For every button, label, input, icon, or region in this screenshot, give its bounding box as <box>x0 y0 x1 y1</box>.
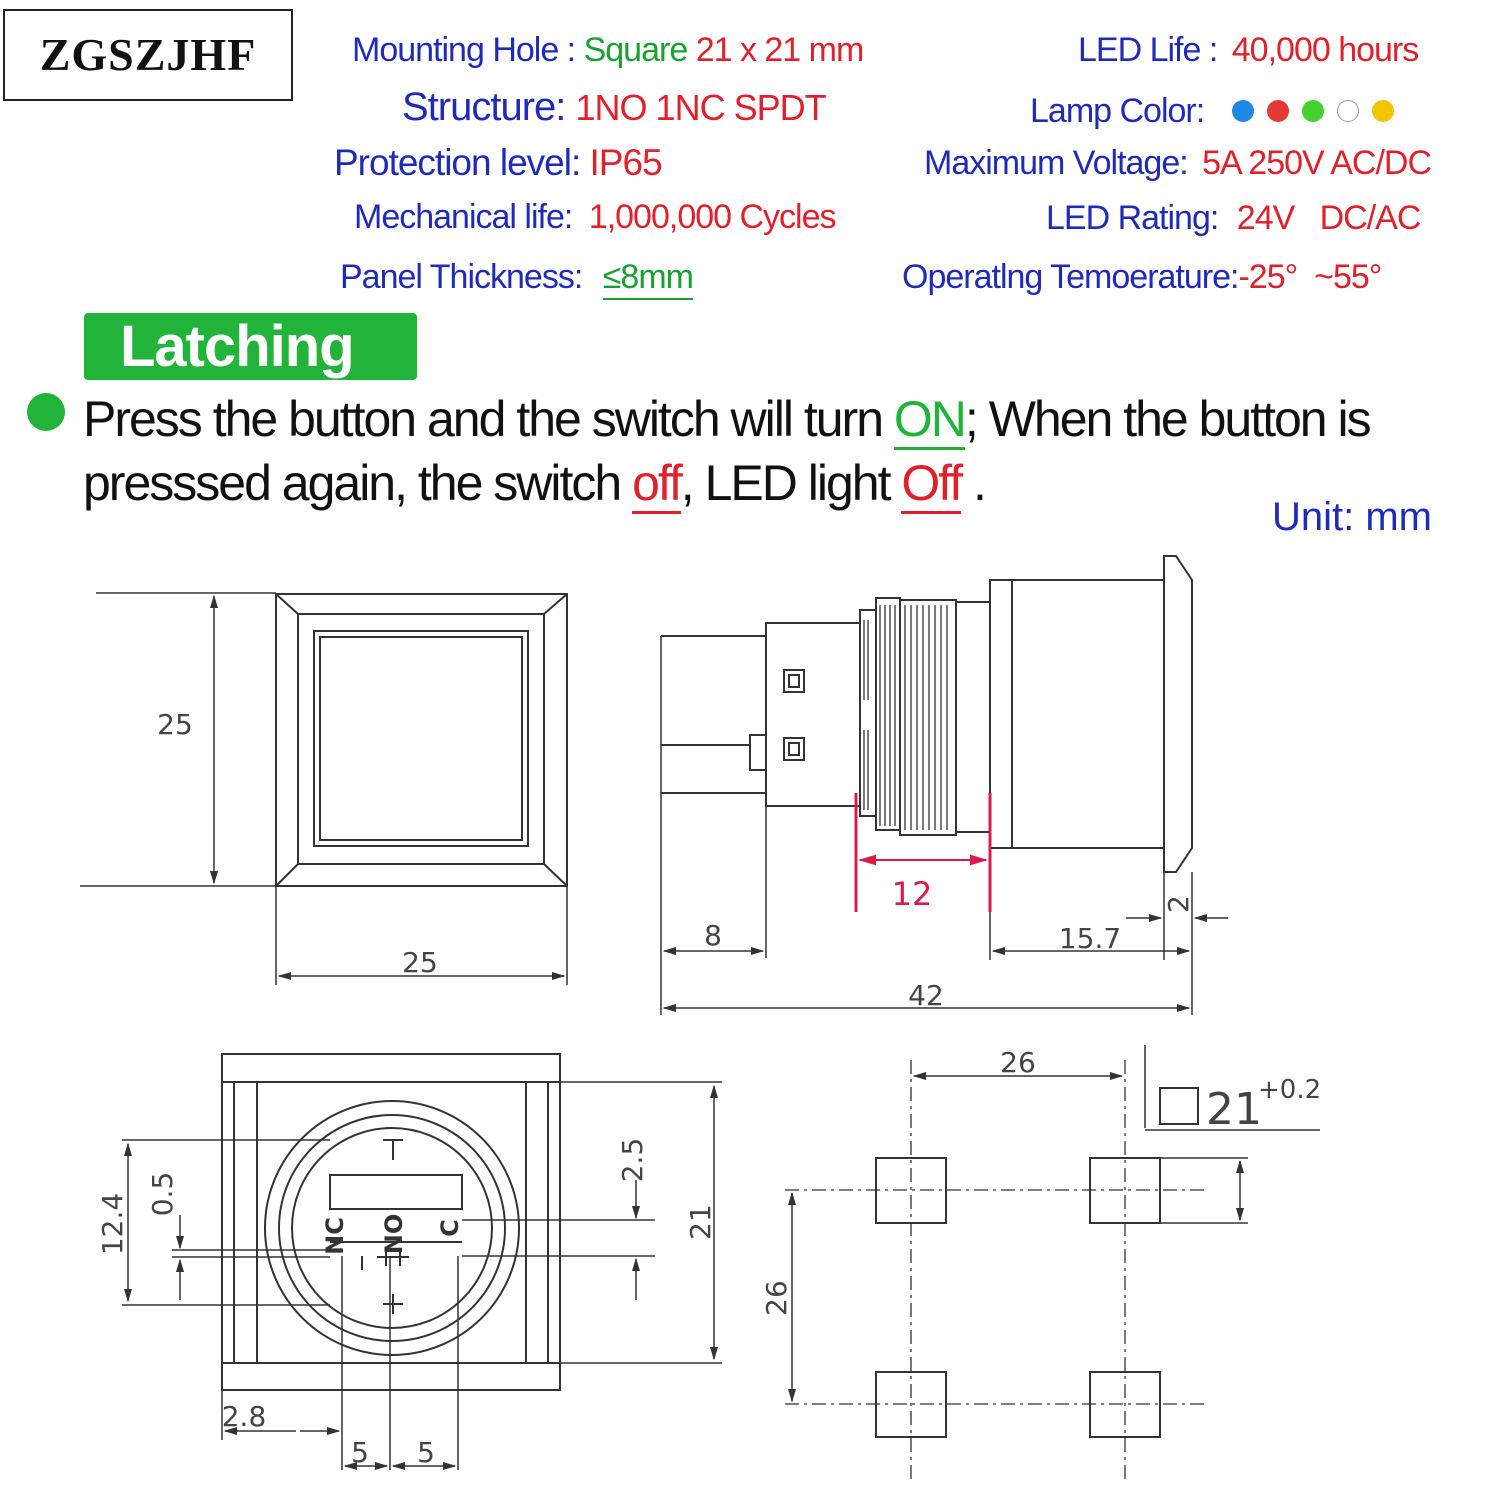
cutout-tolerance: +0.2 <box>1258 1075 1321 1105</box>
spec-led-rating: LED Rating: 24V DC/AC <box>1046 199 1422 237</box>
dim-body: 15.7 <box>1059 922 1121 955</box>
spec-label: Panel Thickness: <box>340 258 583 296</box>
spec-value: 24V DC/AC <box>1236 199 1422 237</box>
off-word: Off <box>901 455 963 514</box>
terminal-label-no: NO <box>380 1214 408 1255</box>
dim-total-length: 42 <box>908 979 944 1012</box>
spec-label: Mounting Hole : <box>352 31 576 69</box>
spec-value-size: 21 x 21 mm <box>695 31 865 69</box>
spec-label: Maximum Voltage: <box>924 144 1189 182</box>
off-word: off <box>632 455 683 514</box>
spec-mechanical-life: Mechanical life: 1,000,000 Cycles <box>354 198 837 236</box>
dim-front-height: 25 <box>157 708 193 741</box>
dim-rear-0-5: 0.5 <box>146 1172 179 1217</box>
panel-dimension <box>854 793 992 912</box>
spec-lamp-color: Lamp Color: <box>1030 92 1395 130</box>
dim-pitch-v: 26 <box>760 1280 793 1316</box>
spec-protection: Protection level: IP65 <box>334 142 663 183</box>
dim-rear-2-5: 2.5 <box>616 1138 649 1183</box>
spec-led-life: LED Life : 40,000 hours <box>1078 31 1419 69</box>
spec-label: Structure: <box>402 85 566 129</box>
spec-panel-thickness: Panel Thickness: ≤8mm <box>340 258 694 300</box>
spec-label: Protection level: <box>334 142 581 183</box>
spec-mounting-hole: Mounting Hole : Square 21 x 21 mm <box>352 31 865 69</box>
lamp-color-swatches <box>1232 100 1395 122</box>
dim-panel: 12 <box>892 875 933 913</box>
dim-rear-5b: 5 <box>417 1436 435 1469</box>
dim-terminal: 8 <box>704 919 722 952</box>
color-swatch-red <box>1267 100 1290 122</box>
spec-value: 1,000,000 Cycles <box>588 198 837 236</box>
spec-label: Operatlng Temoerature: <box>902 258 1239 296</box>
mode-badge: Latching <box>84 313 417 380</box>
dim-rear-5a: 5 <box>351 1436 369 1469</box>
brand-logo: ZGSZJHF <box>3 9 293 101</box>
dim-rear-21: 21 <box>684 1204 717 1240</box>
spec-value: -25° ~55° <box>1238 258 1382 296</box>
dim-rear-2-8: 2.8 <box>222 1400 267 1433</box>
spec-value-shape: Square <box>583 31 689 69</box>
rear-view <box>122 1053 722 1471</box>
dim-flange: 2 <box>1162 895 1195 913</box>
spec-value: 1NO 1NC SPDT <box>575 87 827 128</box>
spec-label: LED Rating: <box>1046 199 1219 237</box>
color-swatch-green <box>1302 100 1325 122</box>
cutout-layout <box>785 1045 1320 1480</box>
bullet-icon <box>27 393 65 431</box>
spec-max-voltage: Maximum Voltage: 5A 250V AC/DC <box>924 144 1432 182</box>
cutout-size: 21 <box>1206 1084 1262 1135</box>
terminal-label-c: C <box>436 1219 464 1237</box>
color-swatch-white <box>1337 100 1360 122</box>
on-word: ON <box>893 391 967 450</box>
spec-label: LED Life : <box>1078 31 1218 69</box>
front-view <box>80 592 568 985</box>
dim-front-width: 25 <box>402 946 438 979</box>
spec-value: IP65 <box>589 142 663 183</box>
unit-label: Unit: mm <box>1272 495 1432 539</box>
spec-value: 5A 250V AC/DC <box>1202 144 1432 182</box>
spec-label: Mechanical life: <box>354 198 573 236</box>
spec-operating-temp: Operatlng Temoerature:-25° ~55° <box>902 258 1382 296</box>
spec-value: ≤8mm <box>602 258 694 300</box>
dim-rear-12-4: 12.4 <box>96 1193 129 1255</box>
spec-label: Lamp Color: <box>1030 92 1205 130</box>
dim-pitch-h: 26 <box>1000 1046 1036 1079</box>
color-swatch-blue <box>1232 100 1255 122</box>
spec-value: 40,000 hours <box>1231 31 1419 69</box>
terminal-label-nc: NC <box>321 1217 349 1255</box>
color-swatch-yellow <box>1372 100 1395 122</box>
description-line-1: Press the button and the switch will tur… <box>83 391 1372 450</box>
spec-structure: Structure: 1NO 1NC SPDT <box>402 85 827 129</box>
side-view <box>660 555 1228 1015</box>
description-line-2: presssed again, the switch off, LED ligh… <box>83 455 987 514</box>
